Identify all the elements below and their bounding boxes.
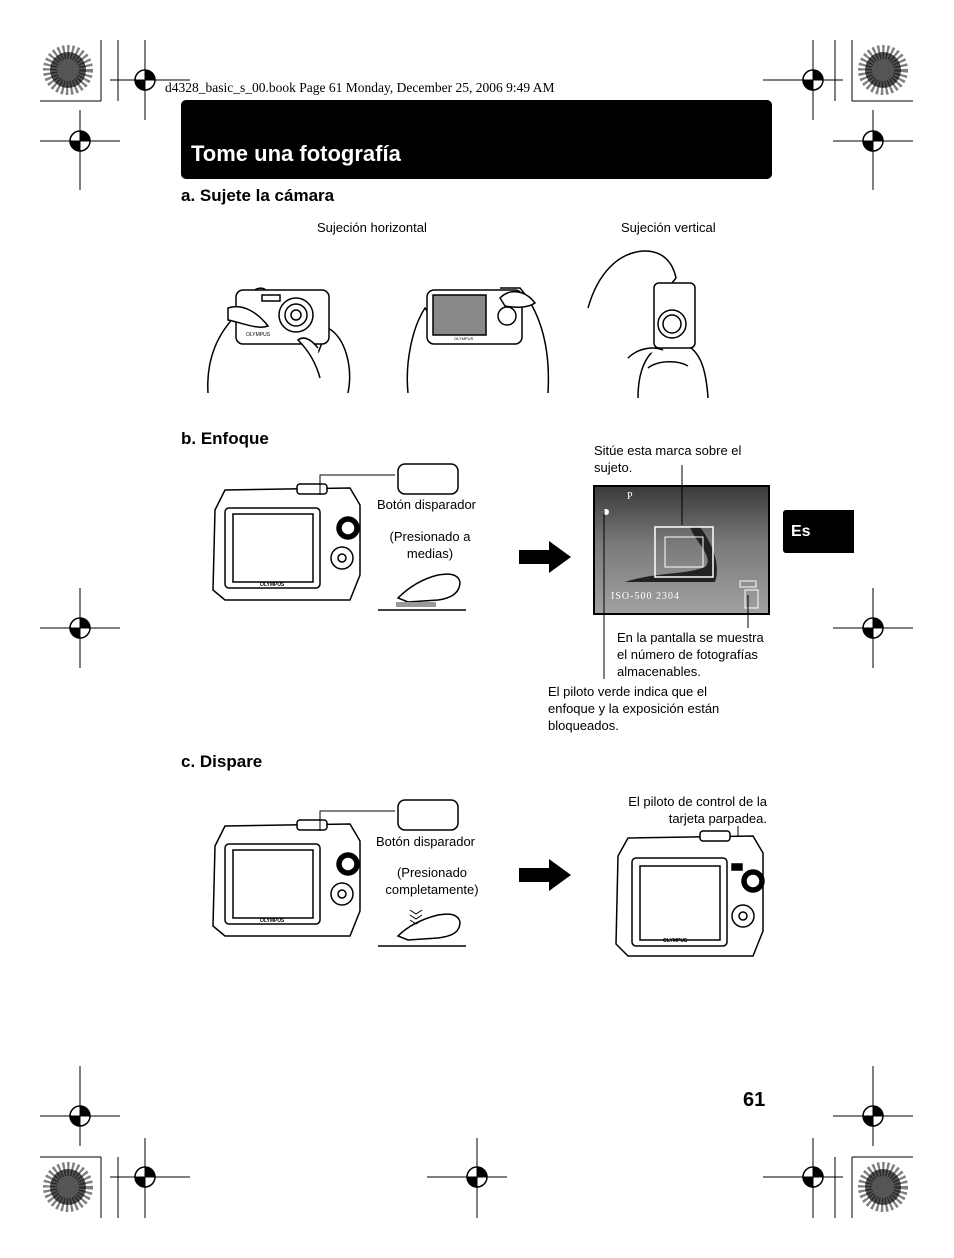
- card-lamp-note: El piloto de control de la tarjeta parpa…: [628, 794, 767, 826]
- shutter-label-b: Botón disparador: [377, 497, 477, 512]
- horizontal-grip-front-illustration: OLYMPUS: [207, 287, 351, 394]
- title-bar: Tome una fotografía: [181, 100, 772, 179]
- half-press-finger-illustration: [378, 573, 466, 611]
- full-press-finger-illustration: [378, 909, 466, 947]
- shutter-callout-line-c: [319, 799, 459, 831]
- lcd-status-readout: ISO-500 2304: [611, 591, 680, 602]
- camera-back-illustration-b: OLYMPUS: [212, 483, 361, 601]
- vertical-grip-illustration: [587, 250, 709, 399]
- full-press-label: (Presionado completamente): [385, 865, 479, 897]
- file-info-header: d4328_basic_s_00.book Page 61 Monday, De…: [165, 80, 555, 95]
- camera-brand-text: OLYMPUS: [454, 336, 474, 341]
- shutter-callout-line-b: [319, 463, 459, 495]
- arrow-right-icon: [519, 859, 571, 891]
- camera-brand-text: OLYMPUS: [663, 938, 688, 944]
- horizontal-grip-back-illustration: OLYMPUS: [406, 287, 550, 394]
- half-press-label: (Presionado a medias): [389, 529, 471, 561]
- camera-back-illustration-c: OLYMPUS: [212, 819, 361, 937]
- page-title: Tome una fotografía: [191, 141, 401, 166]
- green-lamp-note: El piloto verde indica que el enfoque y …: [548, 684, 720, 733]
- language-tab: Es: [783, 510, 854, 553]
- storable-count-note: En la pantalla se muestra el número de f…: [617, 630, 764, 679]
- focus-mark-note: Sitúe esta marca sobre el sujeto.: [594, 443, 742, 475]
- page-number: 61: [743, 1089, 766, 1111]
- horizontal-grip-caption: Sujeción horizontal: [317, 220, 427, 235]
- shutter-label-c: Botón disparador: [376, 834, 476, 849]
- language-tab-label: Es: [791, 523, 811, 540]
- camera-card-lamp-illustration: OLYMPUS: [615, 826, 765, 957]
- lcd-callout-lines: [603, 465, 749, 679]
- section-a-heading: a. Sujete la cámara: [181, 186, 335, 205]
- camera-brand-text: OLYMPUS: [260, 582, 285, 588]
- camera-brand-text: OLYMPUS: [260, 918, 285, 924]
- vertical-grip-caption: Sujeción vertical: [621, 220, 716, 235]
- section-b-heading: b. Enfoque: [181, 429, 269, 448]
- section-c-heading: c. Dispare: [181, 752, 263, 771]
- arrow-right-icon: [519, 541, 571, 573]
- lcd-mode-indicator: P: [627, 491, 633, 502]
- camera-brand-text: OLYMPUS: [246, 332, 271, 338]
